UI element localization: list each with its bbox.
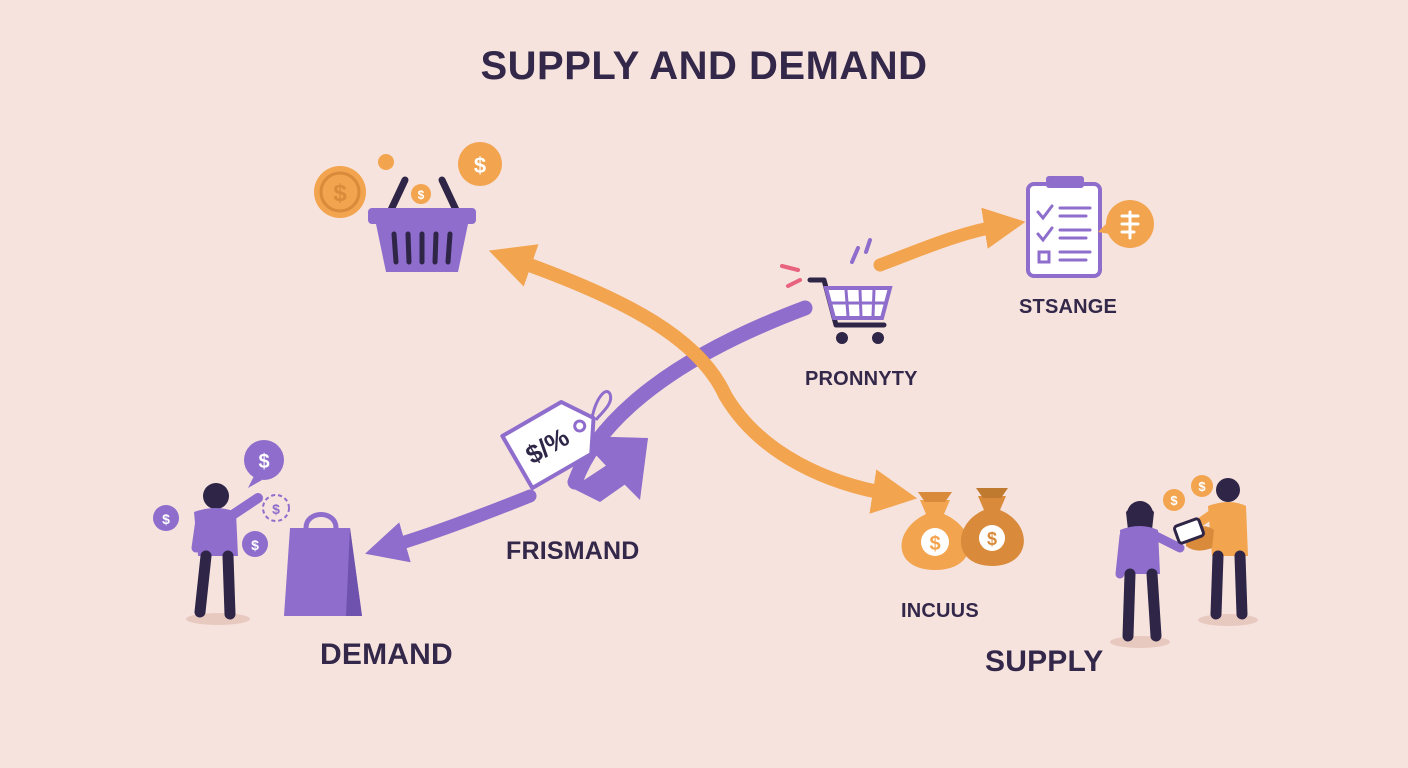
shopping-basket-icon [368, 176, 476, 272]
coin-symbol: $ [272, 501, 280, 517]
dollar-coin-icon: $ [1163, 489, 1185, 511]
coin-symbol: $ [1198, 479, 1206, 494]
label-supply: SUPPLY [985, 645, 1104, 678]
dollar-coin-icon: $ [378, 154, 431, 204]
label-demand: DEMAND [320, 638, 453, 671]
label-stsange: STSANGE [1019, 296, 1118, 318]
dollar-coin-icon: $ [314, 166, 366, 218]
person-icon [1186, 478, 1248, 620]
coin-symbol: $ [333, 180, 347, 207]
tablet-icon [1173, 517, 1205, 545]
label-incuus: INCUUS [901, 600, 979, 622]
dollar-coin-icon: $ [153, 505, 179, 531]
page-title: SUPPLY AND DEMAND [480, 44, 928, 88]
label-frismand: FRISMAND [506, 537, 640, 565]
money-bag-icon: $ [901, 492, 970, 570]
dollar-coin-icon: $ [262, 494, 290, 522]
shopping-cart-icon [780, 238, 893, 344]
coin-symbol: $ [418, 188, 425, 202]
coin-symbol: $ [929, 533, 940, 555]
coin-symbol: $ [1170, 493, 1178, 508]
price-tag-icon: $/% [500, 400, 596, 490]
coin-symbol: $ [162, 511, 170, 527]
price-tag-string [590, 390, 613, 421]
person-icon [191, 483, 263, 620]
dollar-coin-icon: $ [242, 531, 268, 557]
dollar-coin-icon: $ [244, 440, 284, 488]
coin-symbol: $ [251, 537, 259, 553]
person-icon [1115, 501, 1185, 642]
coin-symbol: $ [474, 153, 486, 178]
dollar-coin-icon: $ [458, 142, 502, 186]
checklist-clipboard-icon [1026, 176, 1154, 278]
coin-symbol: $ [987, 529, 997, 549]
money-bag-icon: $ [960, 488, 1024, 566]
shopping-bag-icon [284, 512, 362, 616]
arrow-basket-to-moneybags [488, 244, 918, 514]
dollar-coin-icon: $ [1191, 475, 1213, 497]
label-pronnyty: PRONNYTY [805, 368, 918, 390]
arrow-cart-to-stsange [873, 207, 1026, 272]
coin-symbol: $ [258, 451, 269, 473]
ground-shadow [1198, 614, 1258, 626]
